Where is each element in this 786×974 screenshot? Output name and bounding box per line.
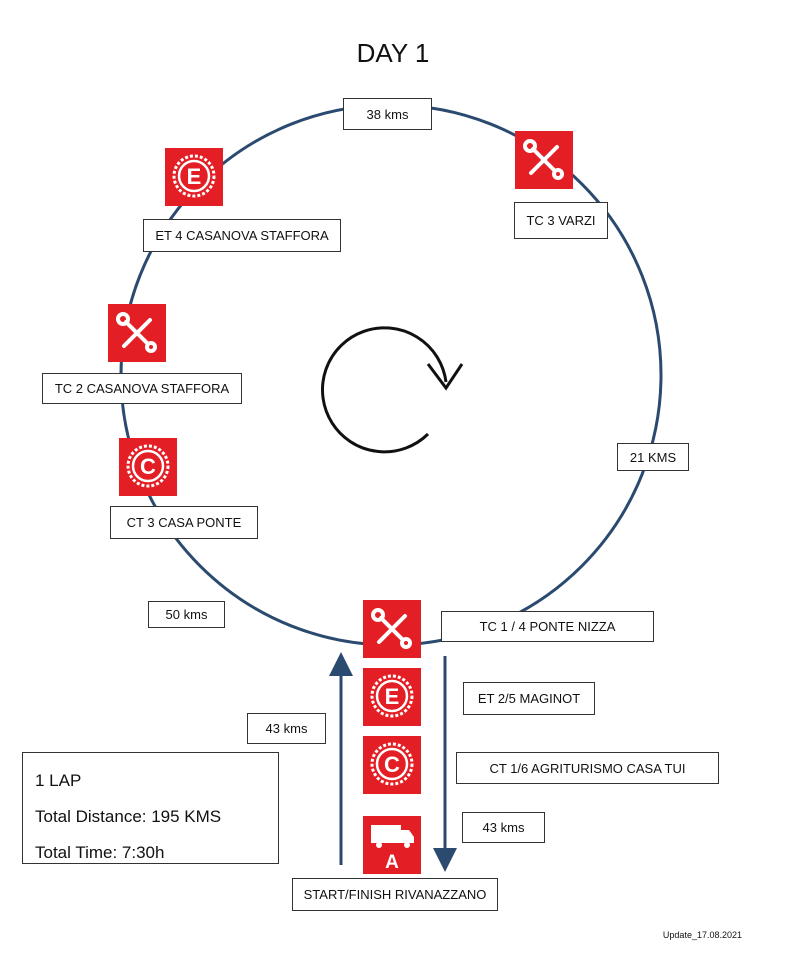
- tools-icon: [515, 131, 573, 189]
- station-label-tc3: TC 3 VARZI: [514, 202, 608, 239]
- enduro-e-icon: E: [165, 148, 223, 206]
- station-label-tc2: TC 2 CASANOVA STAFFORA: [42, 373, 242, 404]
- enduro-e-icon: E: [363, 668, 421, 726]
- station-label-ct16: CT 1/6 AGRITURISMO CASA TUI: [456, 752, 719, 784]
- c-letter: C: [140, 454, 156, 479]
- a-letter: A: [385, 852, 399, 873]
- distance-label-left: 50 kms: [148, 601, 225, 628]
- cross-test-c-icon: C: [119, 438, 177, 496]
- station-label-tc14: TC 1 / 4 PONTE NIZZA: [441, 611, 654, 642]
- summary-box: 1 LAP Total Distance: 195 KMS Total Time…: [22, 752, 279, 864]
- direction-arrow-head: [426, 363, 464, 391]
- station-label-et4: ET 4 CASANOVA STAFFORA: [143, 219, 341, 252]
- distance-label-outbound: 43 kms: [247, 713, 326, 744]
- tools-icon: [108, 304, 166, 362]
- tools-icon: [363, 600, 421, 658]
- summary-laps: 1 LAP: [35, 771, 82, 790]
- truck-a-icon: A: [363, 816, 421, 874]
- station-label-ct3: CT 3 CASA PONTE: [110, 506, 258, 539]
- summary-time: Total Time: 7:30h: [35, 843, 165, 862]
- update-date: Update_17.08.2021: [662, 930, 742, 940]
- station-label-et25: ET 2/5 MAGINOT: [463, 682, 595, 715]
- distance-label-inbound: 43 kms: [462, 812, 545, 843]
- e-letter: E: [385, 684, 400, 709]
- e-letter: E: [187, 164, 202, 189]
- distance-label-right: 21 KMS: [617, 443, 689, 471]
- distance-label-top: 38 kms: [343, 98, 432, 130]
- page-title: DAY 1: [356, 38, 430, 68]
- cross-test-c-icon: C: [363, 736, 421, 794]
- summary-distance: Total Distance: 195 KMS: [35, 807, 222, 826]
- station-label-start: START/FINISH RIVANAZZANO: [292, 878, 498, 911]
- direction-arrow: [321, 326, 448, 454]
- c-letter: C: [384, 752, 400, 777]
